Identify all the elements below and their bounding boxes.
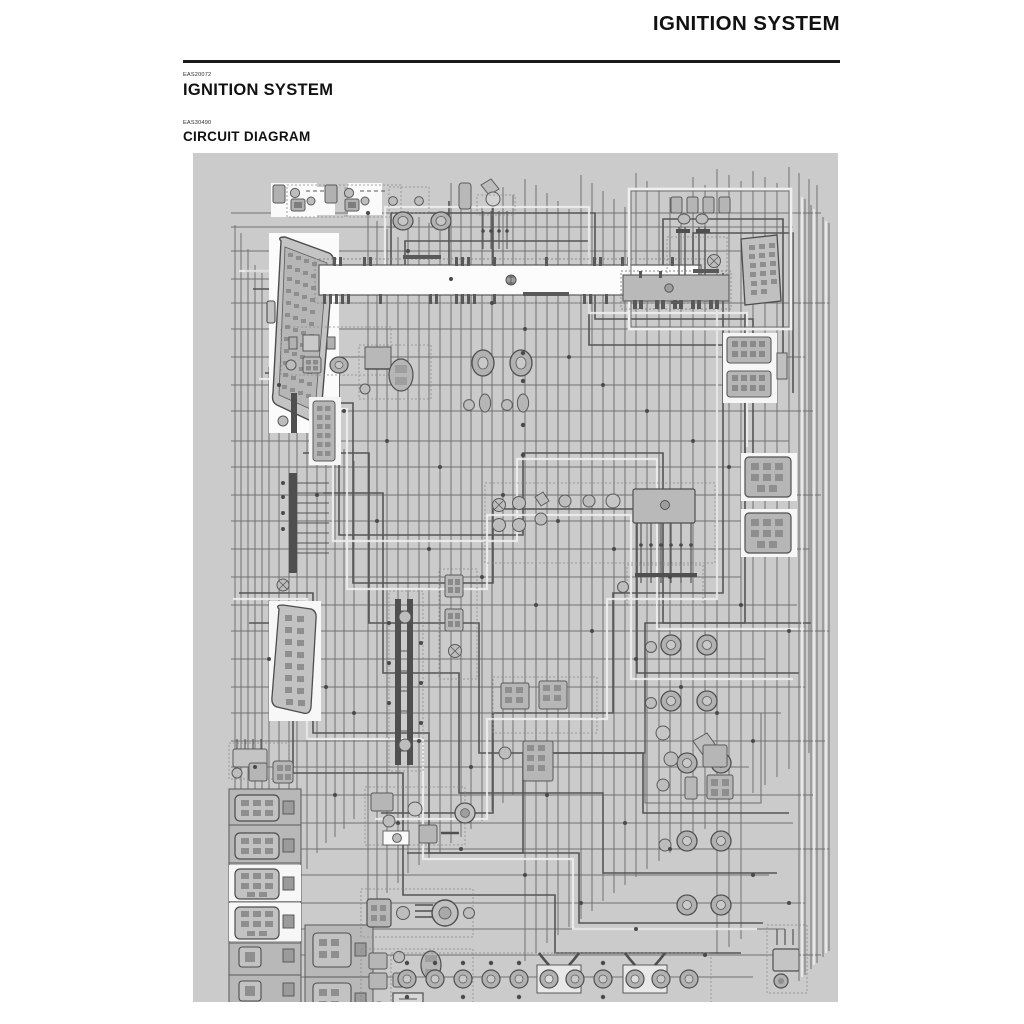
right-relay-circles [645, 634, 732, 916]
section-ignition-system: EAS20072 IGNITION SYSTEM [183, 72, 334, 99]
ladder-connector-left [276, 473, 329, 592]
top-left-connector-cluster [271, 183, 402, 218]
left-vertical-connector [277, 393, 341, 465]
bottom-center-group [364, 786, 476, 846]
bottom-right-device [766, 924, 808, 994]
ignition-coil-group [463, 349, 533, 458]
starter-motor-group [360, 888, 475, 938]
top-center-devices [388, 178, 516, 249]
left-large-connector [269, 601, 321, 721]
running-header-title: IGNITION SYSTEM [652, 12, 840, 35]
center-module-stack [438, 568, 478, 680]
header-rule [183, 60, 840, 63]
mid-relay-bank [484, 482, 716, 606]
bottom-left-small-cluster [228, 739, 294, 784]
section-title-circuit: CIRCUIT DIAGRAM [183, 128, 311, 144]
bottom-connector-row [390, 952, 712, 1002]
circuit-diagram-panel [193, 153, 838, 1002]
right-mid-connectors [723, 333, 788, 403]
right-fuse-connectors [741, 453, 797, 557]
running-header: IGNITION SYSTEM [183, 12, 840, 35]
center-sensor-group [358, 344, 432, 400]
center-ladder-column [387, 590, 424, 772]
section-circuit-diagram: EAS30490 CIRCUIT DIAGRAM [183, 120, 311, 144]
bottom-left-connector-stack [228, 788, 374, 1002]
circuit-diagram-graphic [228, 167, 830, 1002]
right-relay-bus [620, 187, 793, 331]
right-switch-module [644, 712, 762, 804]
mid-left-relay-row [280, 326, 392, 376]
section-code-circuit: EAS30490 [183, 120, 212, 126]
section-title-ignition: IGNITION SYSTEM [183, 80, 334, 99]
center-right-relay-pairs [492, 676, 598, 782]
section-code-ignition: EAS20072 [183, 72, 212, 78]
